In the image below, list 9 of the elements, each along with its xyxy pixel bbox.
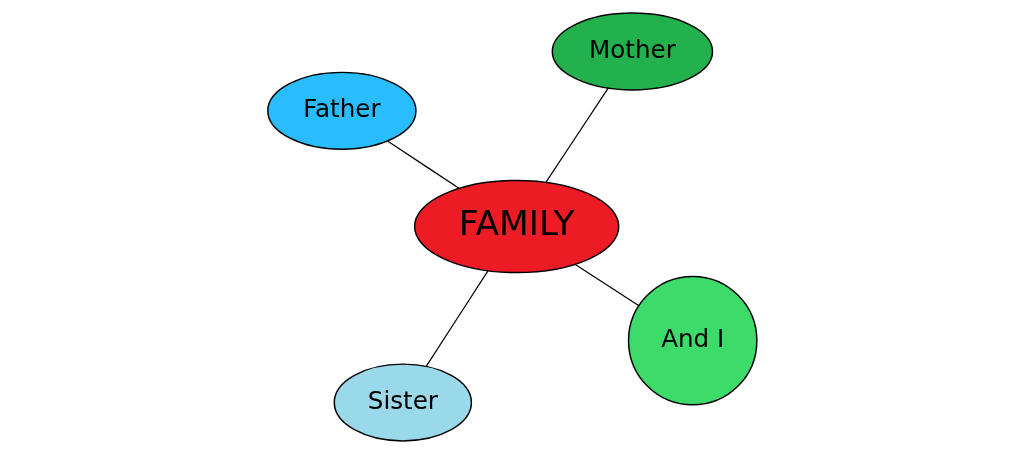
node-ellipse: Mother [551,12,713,91]
node-circle: And I [627,275,758,406]
connector [574,263,639,307]
connector [386,140,460,189]
connector [545,87,609,183]
node-ellipse: FAMILY [413,179,619,274]
connector [425,270,489,368]
node-ellipse: Father [266,71,417,150]
node-ellipse: Sister [333,363,472,442]
